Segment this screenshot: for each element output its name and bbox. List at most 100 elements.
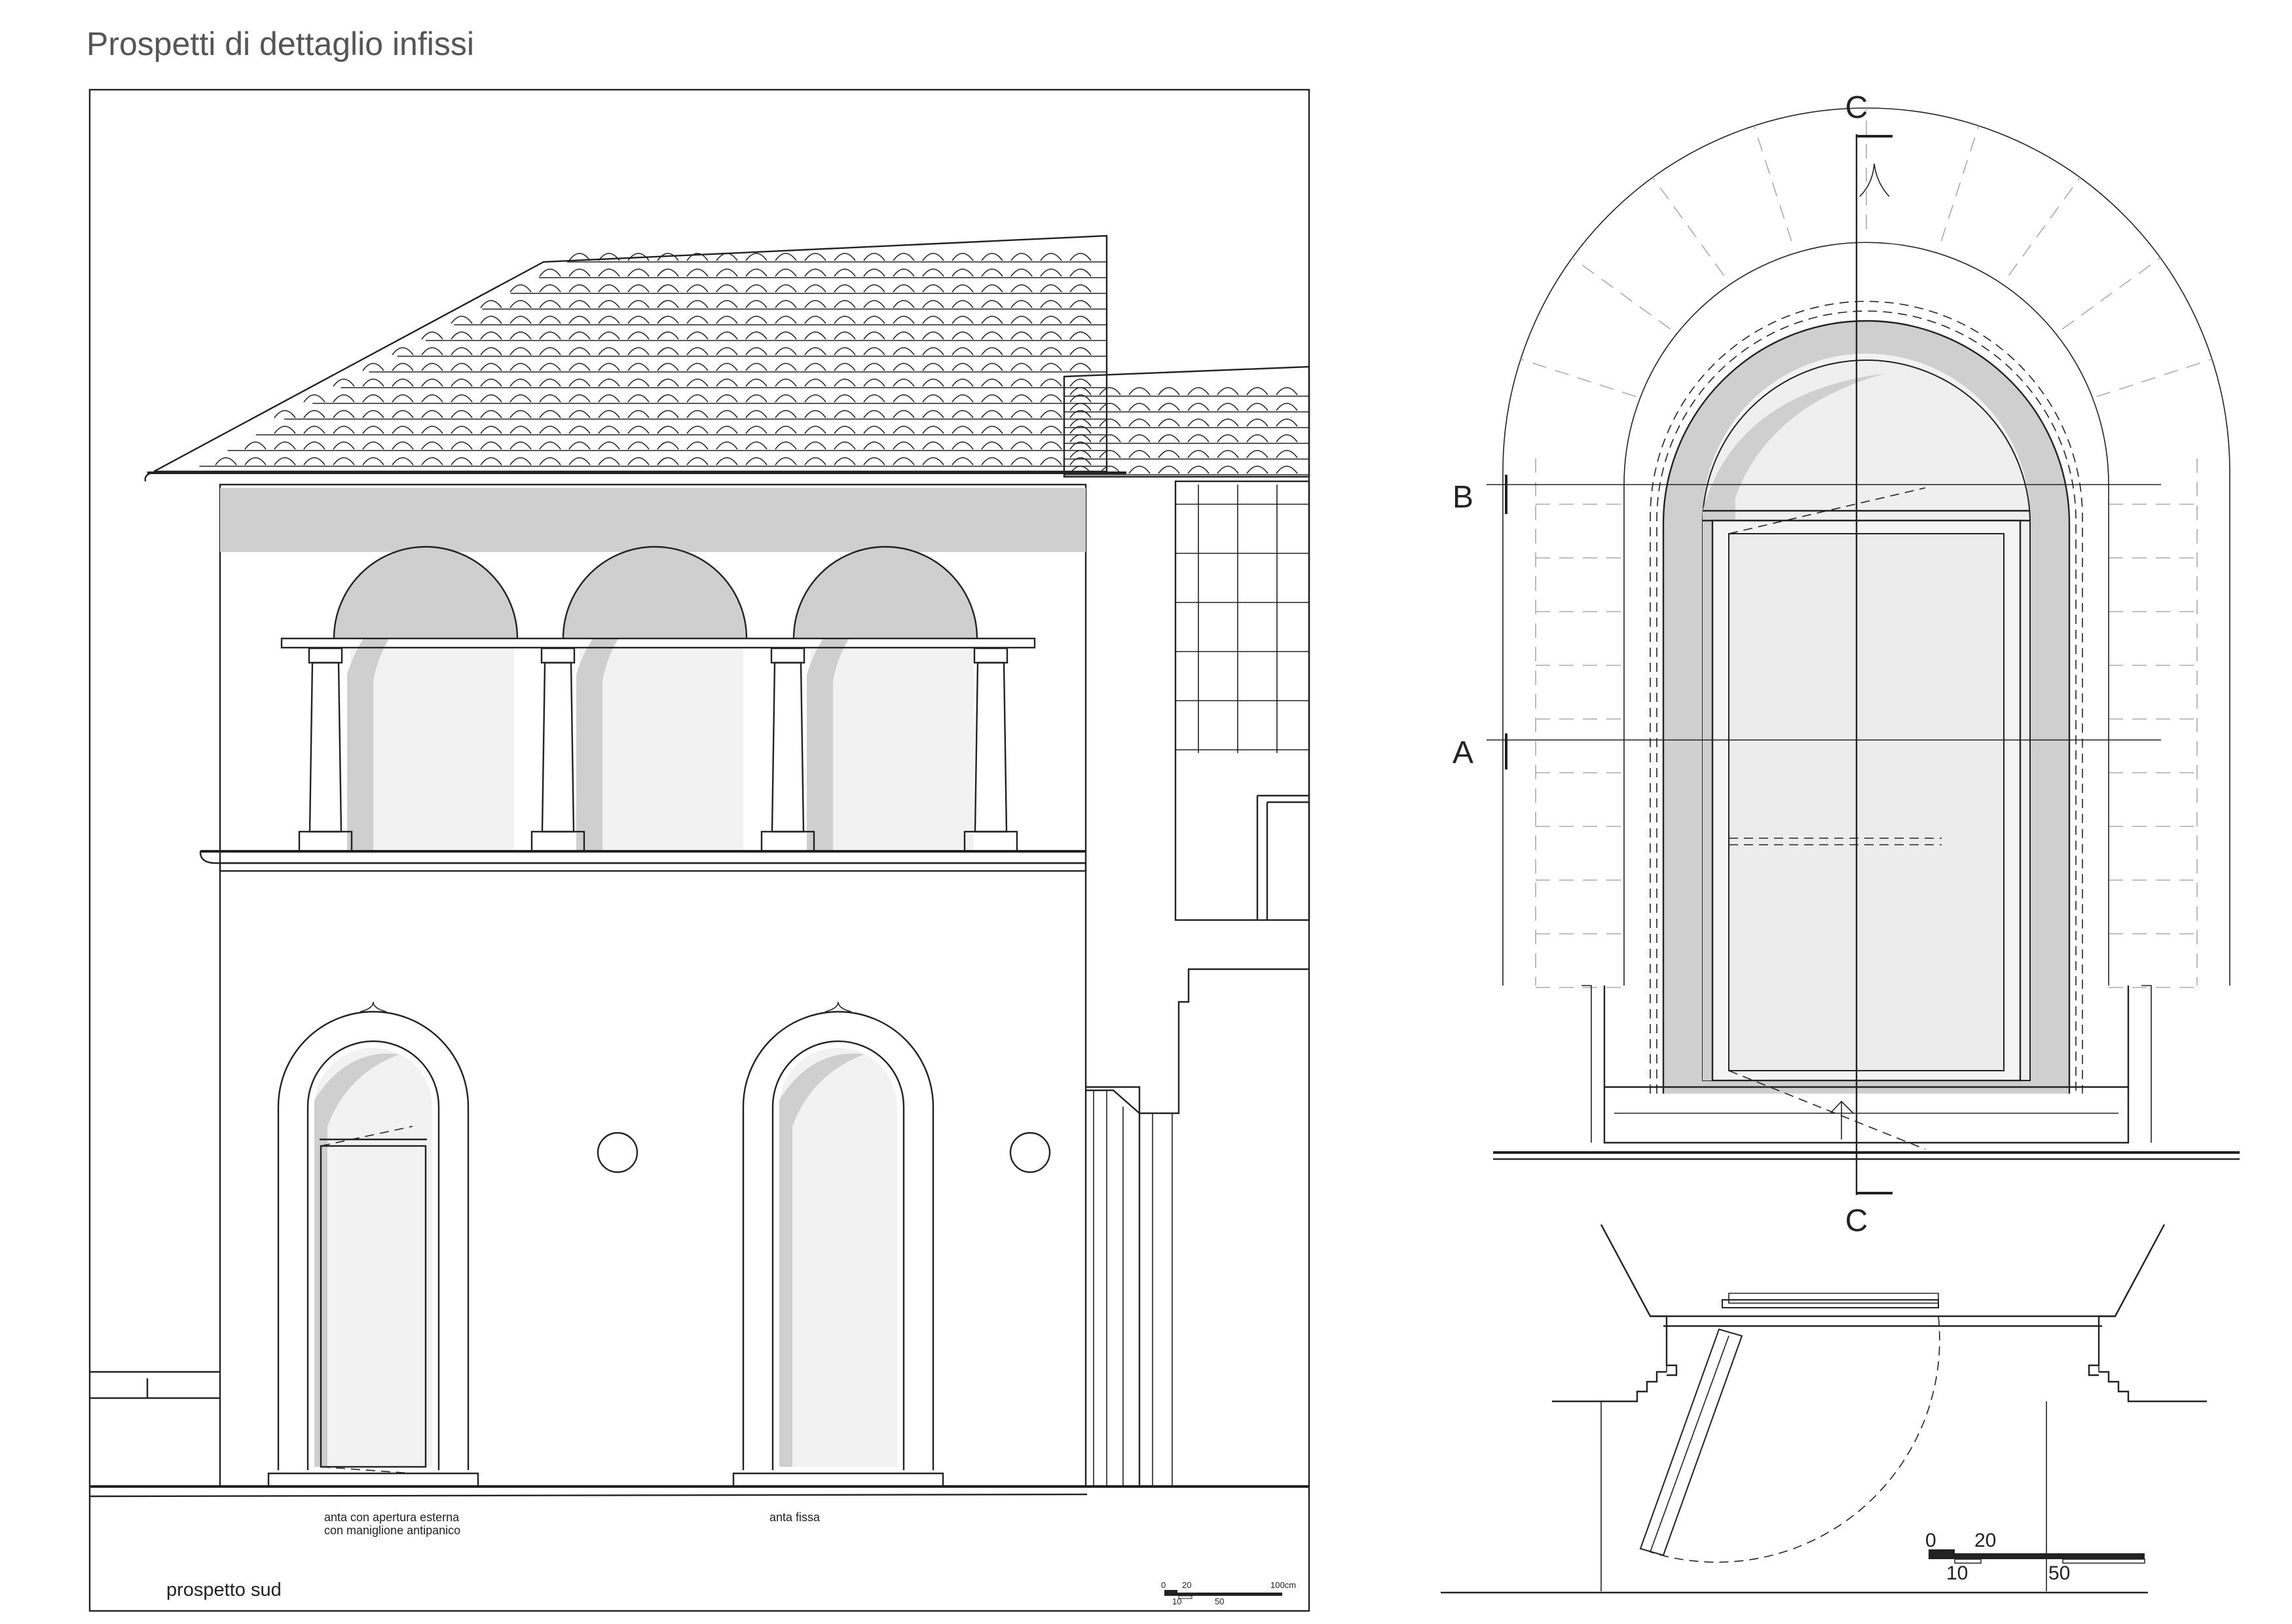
detail-scale-tick-50: 50 (2048, 1562, 2070, 1584)
elevation-scale-tick-20: 20 (1182, 1580, 1191, 1590)
roof-tile (952, 441, 974, 450)
arch-outline (792, 545, 978, 639)
roof-tile (1040, 284, 1062, 293)
roof-tile (657, 253, 679, 261)
roof-tile (627, 331, 650, 340)
column-capital (540, 647, 576, 664)
roof-tile (451, 426, 473, 434)
arch-shadow (347, 589, 465, 851)
roof-tile (1010, 284, 1033, 293)
voussoir-joint (1520, 358, 1636, 397)
roof-tile (1010, 410, 1033, 418)
roof-tile (863, 316, 885, 324)
roof-tile (539, 300, 561, 308)
roof-tile (509, 426, 532, 434)
wing-roof-tile (1276, 434, 1298, 443)
roof-tile (981, 347, 1003, 356)
roof-tile (480, 347, 502, 356)
roof-tile (834, 426, 856, 434)
wing-roof-tile (1069, 466, 1092, 474)
roof-tile (745, 316, 767, 324)
roof-tile (392, 394, 414, 403)
roof-tile (303, 441, 325, 450)
roof-tile (627, 316, 650, 324)
arch-opening (810, 648, 974, 851)
roof-tile (657, 331, 679, 340)
roof-tile (686, 253, 709, 261)
section-c-top-label: C (1845, 90, 1868, 125)
roof-tile (657, 300, 679, 308)
roof-tile (539, 363, 561, 371)
roof-tile (568, 253, 591, 261)
roof-tile (804, 300, 826, 308)
roof-tile (1069, 347, 1092, 356)
roof-tile (981, 331, 1003, 340)
roof-tile (775, 410, 797, 418)
roof-tile (1040, 300, 1062, 308)
roof-tile (421, 410, 443, 418)
roof-tile (922, 284, 944, 293)
roof-tile (834, 410, 856, 418)
roof-tile (922, 331, 944, 340)
roof-tile (863, 410, 885, 418)
roof-tile (804, 378, 826, 387)
roof-tile (451, 441, 473, 450)
roof-tile (952, 268, 974, 277)
elevation-scale-tick-50: 50 (1215, 1596, 1224, 1606)
wing-roof-tile (1069, 387, 1092, 396)
roof-tile (922, 300, 944, 308)
detail-scale-bar: 0 20 10 50 (1925, 1530, 2145, 1584)
stone-edge (1535, 458, 2198, 986)
roof-tile (893, 284, 915, 293)
wing-roof (1063, 365, 1310, 478)
roof-tile (539, 410, 561, 418)
roof-tile (981, 268, 1003, 277)
roof-tile (716, 363, 738, 371)
main-roof (144, 234, 1126, 482)
door-left-label-1: anta con apertura esterna (324, 1511, 460, 1524)
roof-tile (451, 331, 473, 340)
roof-tile (1069, 300, 1092, 308)
roof-tile (568, 268, 591, 277)
roof-tile (539, 347, 561, 356)
roof-tile (1069, 426, 1092, 434)
roof-tile (451, 316, 473, 324)
roof-tile (893, 457, 915, 466)
roof-tile (568, 363, 591, 371)
door-left-label-2: con maniglione antipanico (324, 1524, 460, 1537)
roof-tile (686, 331, 709, 340)
arch-shade (794, 547, 977, 638)
roof-tile (1010, 363, 1033, 371)
roof-tile (893, 268, 915, 277)
wing-roof-tile (1276, 450, 1298, 458)
roof-tile (657, 316, 679, 324)
roof-tile (274, 426, 296, 434)
inner-stone-arch (1623, 242, 2109, 986)
roof-tile (863, 347, 885, 356)
roof-tile (539, 378, 561, 387)
roof-tile (775, 300, 797, 308)
wing-roof-tile (1276, 418, 1298, 427)
door-glass (779, 1048, 897, 1467)
door-glass (1728, 533, 2005, 1071)
wing-roof-tile (1128, 403, 1151, 411)
roof-tile (627, 300, 650, 308)
roof-tile (480, 316, 502, 324)
roof-tile (1010, 426, 1033, 434)
roof-tile (686, 378, 709, 387)
roof-tile (981, 394, 1003, 403)
door-plan-section (1441, 1224, 2207, 1594)
roof-tile (745, 426, 767, 434)
roof-tile (863, 457, 885, 466)
roof-tile (863, 426, 885, 434)
voussoir-joint (2096, 358, 2213, 397)
roof-tile (568, 394, 591, 403)
roof-tile (775, 253, 797, 261)
door-left-opening (267, 1001, 479, 1488)
roof-tile (893, 300, 915, 308)
roof-tile (568, 331, 591, 340)
wing-roof-tile (1276, 466, 1298, 474)
roof-tile (509, 457, 532, 466)
wing-roof-tile (1187, 450, 1210, 458)
roof-tile (893, 410, 915, 418)
